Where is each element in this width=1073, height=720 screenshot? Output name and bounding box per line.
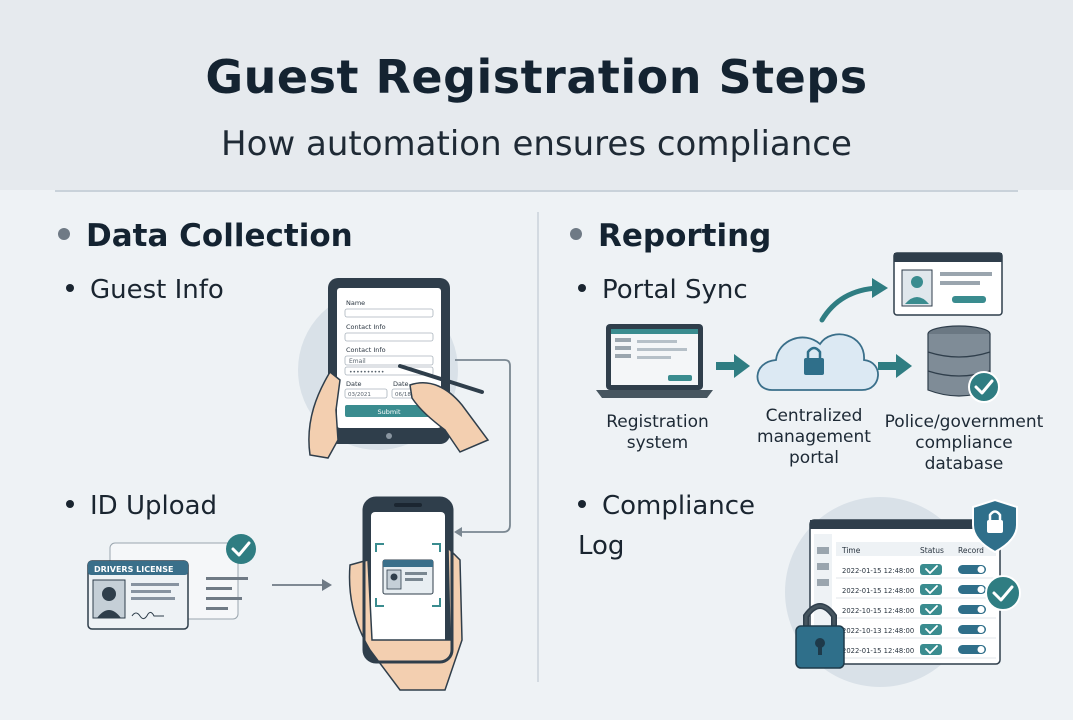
- toggle-knob: [977, 586, 985, 593]
- section-bullet-icon: [58, 227, 70, 240]
- toggle-knob: [977, 626, 985, 633]
- phone-scan-illustration: [348, 496, 463, 691]
- check-icon: [925, 565, 938, 575]
- toggle-knob: [977, 646, 985, 653]
- id-card-illustration: DRIVERS LICENSE: [87, 534, 332, 630]
- header-divider: [55, 190, 1018, 192]
- section-reporting-label: Reporting: [598, 218, 772, 254]
- item-id-upload-label: ID Upload: [90, 491, 218, 521]
- form-submit-label: Submit: [377, 408, 401, 416]
- item-compliance-log: Compliance Log: [578, 486, 778, 566]
- item-guest-info-label: Guest Info: [90, 275, 224, 305]
- section-reporting: Reporting: [570, 218, 771, 254]
- label-management-portal: Centralized management portal: [757, 406, 871, 468]
- form-label-name: Name: [346, 299, 365, 307]
- log-header-time: Time: [841, 546, 861, 555]
- item-portal-sync: Portal Sync: [578, 270, 748, 310]
- section-data-collection: Data Collection: [58, 218, 353, 254]
- arrow-icon: [454, 527, 462, 537]
- status-check-icon: [920, 644, 942, 655]
- bullet-icon: [578, 283, 586, 292]
- log-header-record: Record: [958, 546, 984, 555]
- form-date-value-1: 03/2021: [348, 392, 371, 398]
- log-header-status: Status: [920, 546, 944, 555]
- item-id-upload: ID Upload: [66, 486, 217, 526]
- bullet-icon: [66, 283, 74, 292]
- label-compliance-database: Police/government compliance database: [884, 412, 1044, 474]
- log-row-time: 2022-10-15 12:48:00: [842, 607, 914, 615]
- section-data-collection-label: Data Collection: [86, 218, 353, 254]
- column-divider: [537, 212, 539, 682]
- check-icon: [925, 605, 938, 615]
- svg-text:••••••••••: ••••••••••: [349, 369, 384, 376]
- item-portal-sync-label: Portal Sync: [602, 275, 748, 305]
- log-row-time: 2022-01-15 12:48:00: [842, 587, 914, 595]
- status-check-icon: [920, 564, 942, 575]
- page-subtitle: How automation ensures compliance: [221, 124, 852, 164]
- status-check-icon: [920, 584, 942, 595]
- check-icon: [925, 585, 938, 595]
- label-registration-system: Registration system: [606, 412, 709, 453]
- header-band: [0, 0, 1073, 190]
- page-title: Guest Registration Steps: [205, 50, 868, 104]
- toggle-knob: [977, 566, 985, 573]
- form-label-contact-2: Contact Info: [346, 346, 386, 354]
- license-title: DRIVERS LICENSE: [94, 565, 173, 574]
- form-label-date-2: Date: [393, 380, 409, 388]
- log-row-time: 2022-01-15 12:48:00: [842, 647, 914, 655]
- check-icon: [925, 645, 938, 655]
- item-guest-info: Guest Info: [66, 270, 224, 310]
- tablet-illustration: Name Contact Info Contact Info Email •••…: [298, 278, 490, 459]
- compliance-log-illustration: Time Status Record 2022-01-15 12:48:00 20…: [785, 497, 1021, 687]
- bullet-icon: [66, 499, 74, 508]
- bullet-icon: [578, 499, 586, 508]
- form-label-contact-1: Contact Info: [346, 323, 386, 331]
- log-row-time: 2022-01-15 12:48:00: [842, 567, 914, 575]
- item-compliance-log-label: Compliance Log: [578, 491, 756, 561]
- log-row-time: 2022-10-13 12:48:00: [842, 627, 914, 635]
- check-icon: [925, 625, 938, 635]
- connector-line: [455, 359, 511, 533]
- status-check-icon: [920, 624, 942, 635]
- form-email-placeholder: Email: [349, 358, 366, 365]
- section-bullet-icon: [570, 227, 582, 240]
- portal-sync-flow: [596, 252, 1003, 403]
- toggle-knob: [977, 606, 985, 613]
- form-label-date-1: Date: [346, 380, 362, 388]
- form-date-value-2: 06/18/0: [395, 392, 417, 398]
- status-check-icon: [920, 604, 942, 615]
